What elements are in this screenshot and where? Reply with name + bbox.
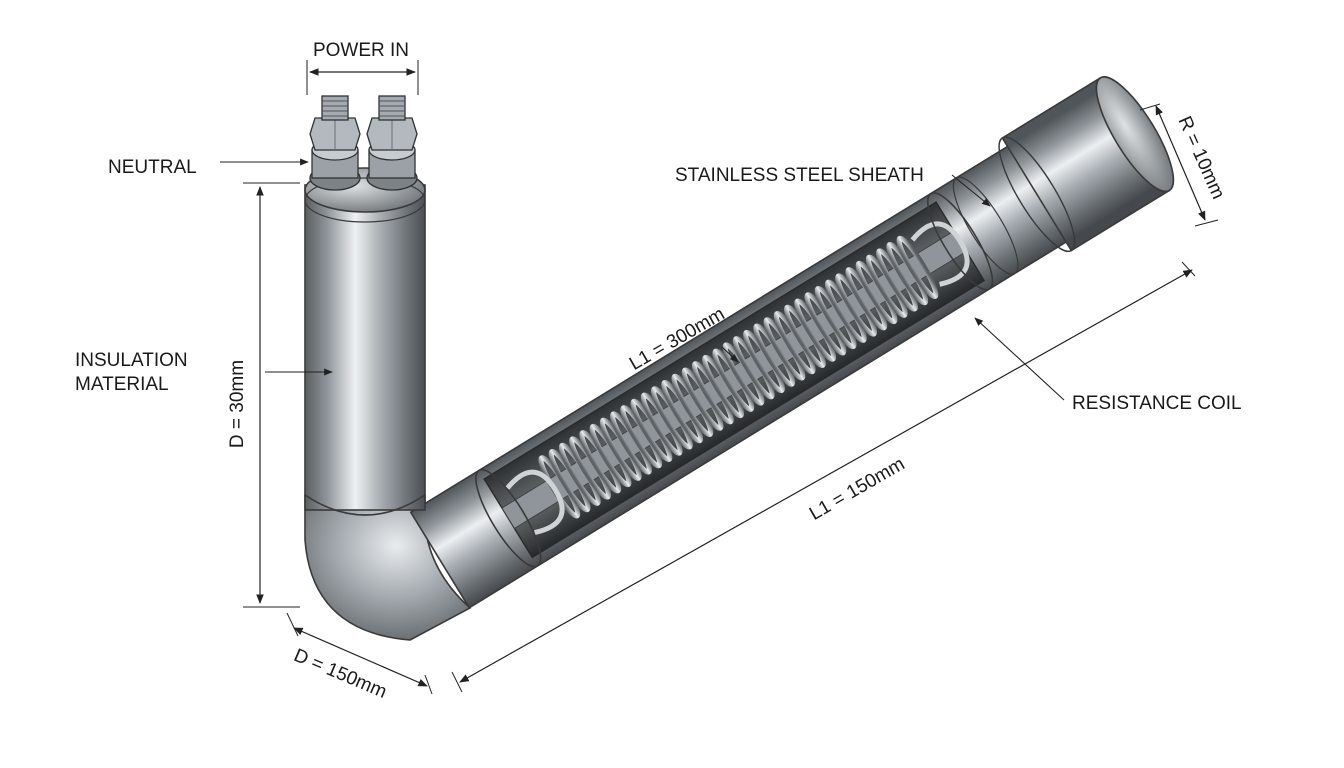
insulation-label-line1: INSULATION: [75, 350, 188, 371]
horizontal-leg: [409, 76, 1175, 609]
radius-label: R = 10mm: [1174, 113, 1229, 202]
power-in-label: POWER IN: [313, 40, 409, 61]
resistance-coil-label: RESISTANCE COIL: [1072, 393, 1242, 414]
insulation-label-line2: MATERIAL: [75, 374, 169, 395]
vertical-leg: [304, 184, 426, 511]
diameter-vertical-label: D = 30mm: [227, 360, 248, 448]
terminal-left: [309, 95, 361, 191]
neutral-label: NEUTRAL: [108, 157, 197, 178]
diameter-bend-label: D = 150mm: [291, 645, 390, 703]
sheath-label: STAINLESS STEEL SHEATH: [675, 165, 924, 186]
terminal-right: [366, 95, 418, 191]
heating-element: [304, 76, 1175, 641]
length-total-label: L1 = 150mm: [806, 454, 908, 525]
